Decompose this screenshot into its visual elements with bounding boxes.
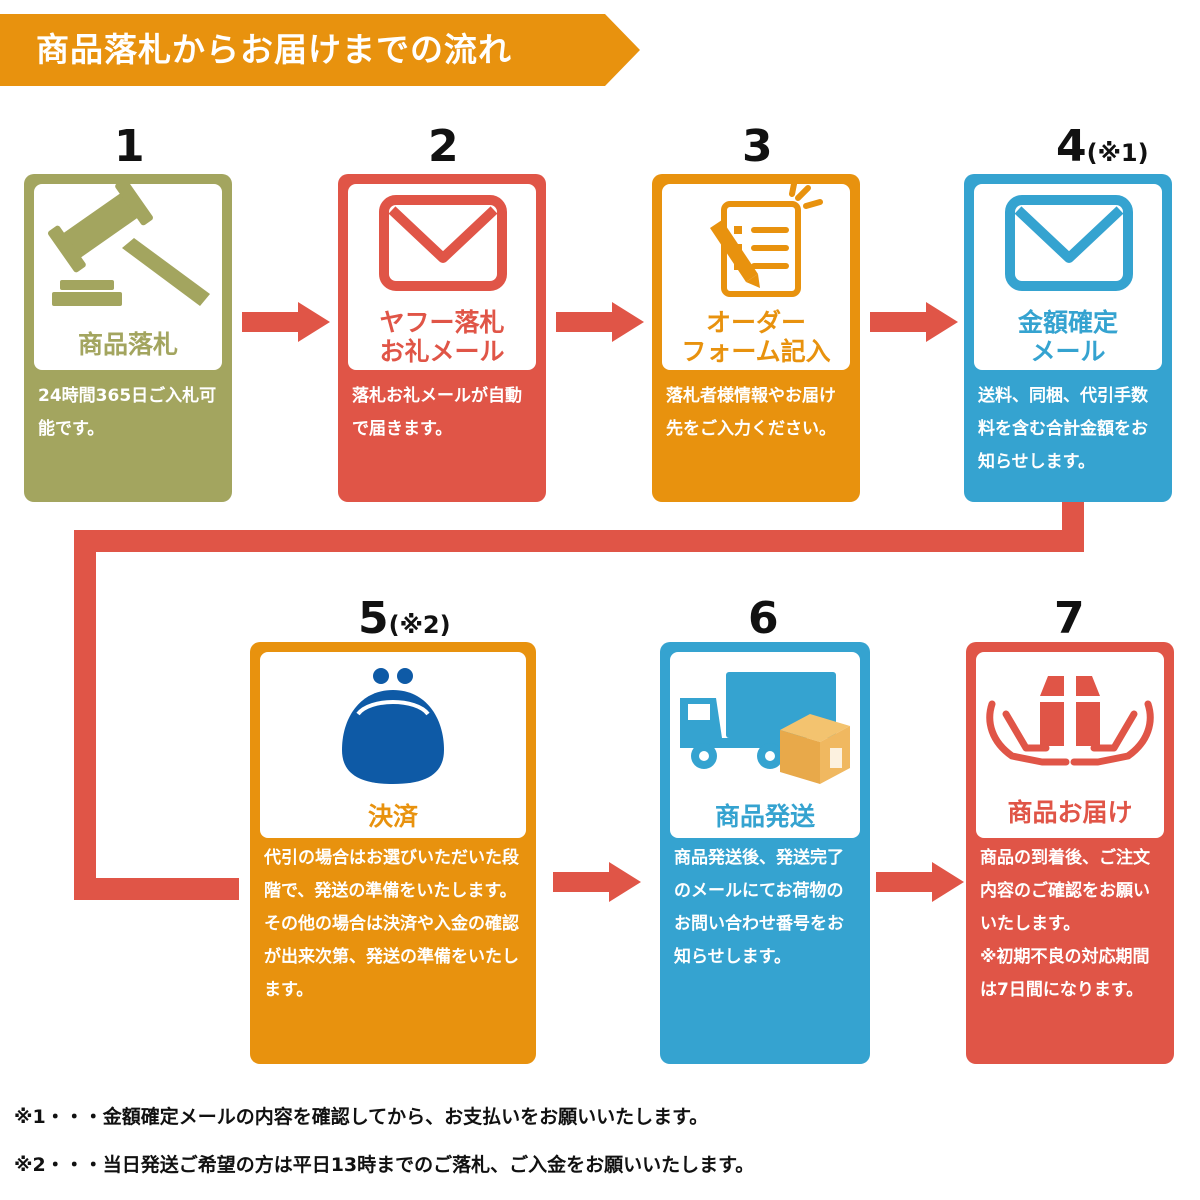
arrow-6-7 bbox=[876, 862, 964, 902]
step-desc-2: 落札お礼メールが自動で届きます。 bbox=[352, 386, 522, 439]
card-icon-area: オーダー フォーム記入 bbox=[662, 184, 850, 370]
step-number-5: 5(※2) bbox=[358, 593, 451, 644]
step-card-4: 金額確定 メール 送料、同梱、代引手数料を含む合計金額をお知らせします。 bbox=[964, 174, 1172, 502]
step-note-4: (※1) bbox=[1086, 139, 1149, 167]
step-desc-5: 代引の場合はお選びいただいた段階で、発送の準備をいたします。 その他の場合は決済… bbox=[264, 848, 519, 1000]
step-note-5: (※2) bbox=[388, 611, 451, 639]
step-title-6: 商品発送 bbox=[714, 802, 815, 831]
step-title-4: 金額確定 メール bbox=[1017, 308, 1118, 366]
step-number-2: 2 bbox=[428, 121, 459, 172]
envelope-icon bbox=[1005, 195, 1133, 291]
arrow-1-2 bbox=[242, 302, 330, 342]
step-title-3: オーダー フォーム記入 bbox=[681, 308, 831, 366]
banner-shape bbox=[0, 14, 640, 86]
title-banner bbox=[0, 14, 640, 86]
order-form-icon bbox=[710, 184, 823, 297]
step-number-3: 3 bbox=[742, 121, 773, 172]
flow-connector-horizontal bbox=[74, 530, 1084, 552]
step-card-5: 決済 代引の場合はお選びいただいた段階で、発送の準備をいたします。 その他の場合… bbox=[250, 642, 536, 1064]
flow-connector-vertical-left bbox=[74, 530, 96, 900]
card-icon-area: ヤフー落札 お礼メール bbox=[348, 184, 536, 370]
step-number-7: 7 bbox=[1054, 593, 1085, 644]
delivery-truck-icon bbox=[680, 672, 850, 784]
step-title-1: 商品落札 bbox=[77, 330, 178, 359]
arrow-2-3 bbox=[556, 302, 644, 342]
step-card-6: 商品発送 商品発送後、発送完了のメールにてお荷物のお問い合わせ番号をお知らせしま… bbox=[660, 642, 870, 1064]
coin-purse-icon bbox=[342, 668, 444, 784]
step-card-3: オーダー フォーム記入 落札者様情報やお届け先をご入力ください。 bbox=[652, 174, 860, 502]
step-title-2: ヤフー落札 お礼メール bbox=[379, 308, 505, 366]
card-icon-area: 商品お届け bbox=[976, 652, 1164, 838]
step-desc-6: 商品発送後、発送完了のメールにてお荷物のお問い合わせ番号をお知らせします。 bbox=[674, 848, 844, 967]
step-desc-7: 商品の到着後、ご注文内容のご確認をお願いいたします。 ※初期不良の対応期間は7日… bbox=[980, 848, 1150, 1000]
step-card-7: 商品お届け 商品の到着後、ご注文内容のご確認をお願いいたします。 ※初期不良の対… bbox=[966, 642, 1174, 1064]
step-desc-1: 24時間365日ご入札可能です。 bbox=[38, 386, 217, 439]
page-title: 商品落札からお届けまでの流れ bbox=[36, 30, 512, 69]
step-desc-3: 落札者様情報やお届け先をご入力ください。 bbox=[666, 386, 836, 439]
arrow-3-4 bbox=[870, 302, 958, 342]
step-title-7: 商品お届け bbox=[1007, 798, 1133, 827]
step-number-4: 4(※1) bbox=[1056, 121, 1149, 172]
footnote-1: ※1・・・金額確定メールの内容を確認してから、お支払いをお願いいたします。 bbox=[14, 1106, 709, 1128]
step-desc-4: 送料、同梱、代引手数料を含む合計金額をお知らせします。 bbox=[978, 386, 1148, 472]
card-icon-area: 商品発送 bbox=[670, 652, 860, 838]
step-number-1: 1 bbox=[114, 121, 145, 172]
envelope-icon bbox=[379, 195, 507, 291]
card-icon-area: 金額確定 メール bbox=[974, 184, 1162, 370]
step-card-1: 商品落札 24時間365日ご入札可能です。 bbox=[24, 174, 232, 502]
arrow-5-6 bbox=[553, 862, 641, 902]
step-title-5: 決済 bbox=[367, 802, 418, 831]
step-card-2: ヤフー落札 お礼メール 落札お礼メールが自動で届きます。 bbox=[338, 174, 546, 502]
step-number-6: 6 bbox=[748, 593, 779, 644]
footnote-2: ※2・・・当日発送ご希望の方は平日13時までのご落札、ご入金をお願いいたします。 bbox=[14, 1154, 755, 1176]
card-icon-area: 商品落札 bbox=[34, 184, 222, 370]
package-hands-icon bbox=[986, 676, 1154, 766]
card-icon-area: 決済 bbox=[260, 652, 526, 838]
gavel-icon bbox=[47, 184, 210, 306]
flow-connector-bottom bbox=[74, 878, 239, 900]
